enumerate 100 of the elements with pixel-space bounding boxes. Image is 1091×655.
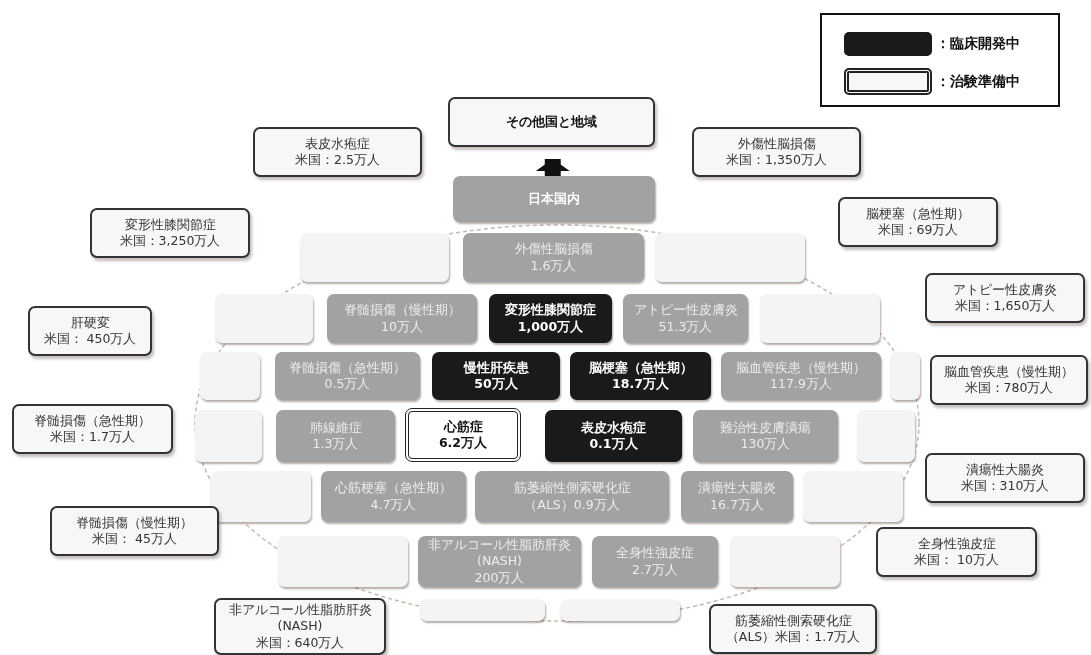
patient-count: 米国：2.5万人 [295, 152, 380, 169]
legend-text: ：臨床開発中 [936, 35, 1020, 53]
patient-count: 18.7万人 [612, 376, 669, 393]
patient-count-box [545, 410, 682, 462]
disease-name: 筋萎縮性側索硬化症 [734, 612, 852, 629]
disease-name: 脳梗塞（急性期） [588, 359, 693, 376]
blank-brick [420, 599, 545, 621]
patient-count: 米国： 10万人 [914, 552, 999, 569]
region-name: その他国と地域 [506, 113, 597, 131]
us-count-box [253, 127, 422, 177]
patient-count-box [432, 352, 560, 400]
disease-name: 非アルコール性脂肪肝炎 [428, 537, 571, 554]
patient-count: 6.2万人 [438, 435, 488, 452]
patient-count: 米国： 45万人 [92, 531, 177, 548]
block-arrow [535, 159, 570, 176]
patient-count: 130万人 [740, 436, 791, 453]
patient-count: 米国：640万人 [255, 634, 345, 651]
patient-count: 米国：1.7万人 [50, 429, 135, 446]
disease-name: 筋萎縮性側索硬化症 [513, 480, 631, 497]
patient-count-box [418, 536, 581, 587]
us-count-box [925, 273, 1085, 323]
patient-count: 米国：1,650万人 [954, 298, 1056, 315]
patient-count-box [489, 294, 612, 343]
disease-name: 心筋梗塞（急性期） [335, 480, 452, 497]
region-name: 日本国内 [528, 190, 580, 208]
patient-count-box [570, 352, 711, 400]
patient-count-box [681, 471, 793, 522]
patient-count-box [405, 408, 521, 462]
disease-name: 脳血管疾患（慢性期） [944, 363, 1074, 380]
us-count-box [50, 506, 219, 556]
blank-brick [730, 536, 840, 587]
patient-count: 117.9万人 [770, 376, 832, 393]
patient-count: 50万人 [474, 376, 518, 393]
disease-name: 脊髄損傷（急性期） [289, 359, 406, 376]
patient-count: 0.1万人 [589, 436, 638, 453]
disease-name: 全身性強皮症 [616, 545, 694, 562]
blank-brick [300, 233, 449, 282]
disease-name: 脳梗塞（急性期） [866, 205, 970, 222]
disease-name: 表皮水疱症 [305, 135, 370, 152]
patient-count-box [275, 352, 420, 400]
us-count-box [692, 127, 861, 177]
patient-count-box [721, 352, 881, 400]
patient-count-box [463, 233, 644, 282]
patient-count: 1,000万人 [517, 318, 584, 335]
disease-name: 肺線維症 [309, 419, 362, 436]
patient-count-box [327, 294, 477, 343]
disease-name: 非アルコール性脂肪肝炎 [228, 602, 372, 619]
disease-name: 外傷性脳損傷 [737, 135, 816, 152]
patient-count: 16.7万人 [710, 496, 764, 513]
blank-brick [890, 352, 920, 400]
patient-count: 200万人 [474, 569, 525, 586]
patient-count: 米国：3,250万人 [119, 233, 221, 250]
us-count-box [876, 527, 1037, 577]
disease-name: 潰瘍性大腸炎 [698, 480, 776, 497]
disease-name: 脊髄損傷（慢性期） [76, 514, 193, 531]
disease-name: アトピー性皮膚炎 [633, 302, 738, 319]
us-count-box [709, 604, 877, 654]
patient-count: 0.5万人 [324, 376, 371, 393]
disease-name: (NASH) [277, 618, 323, 635]
patient-count-box [276, 410, 395, 462]
patient-count-box [475, 471, 669, 522]
blank-brick [655, 233, 805, 282]
disease-name: 心筋症 [443, 418, 483, 435]
disease-name: アトピー性皮膚炎 [953, 281, 1057, 298]
blank-brick [210, 471, 311, 522]
us-count-box [930, 355, 1088, 405]
blank-brick [215, 294, 313, 343]
patient-count-box [623, 294, 748, 343]
blank-brick [803, 471, 903, 522]
us-count-box [12, 404, 173, 454]
disease-name: 変形性膝関節症 [124, 216, 216, 233]
patient-count: 米国：1,350万人 [726, 152, 827, 169]
us-count-box [28, 306, 152, 356]
patient-count: 米国：69万人 [877, 222, 959, 239]
blank-brick [857, 410, 915, 462]
us-count-box [838, 197, 998, 247]
blank-brick [278, 536, 408, 587]
blank-brick [560, 599, 680, 621]
legend-text: ：治験準備中 [936, 72, 1020, 91]
us-count-box [925, 453, 1085, 503]
region-box [448, 97, 655, 147]
disease-name: 脊髄損傷（急性期） [34, 412, 151, 429]
patient-count: （ALS）0.9万人 [524, 496, 620, 513]
patient-count-box [321, 471, 466, 522]
patient-count: 米国： 450万人 [43, 331, 137, 348]
patient-count-box [693, 410, 838, 462]
blank-brick [760, 294, 880, 343]
patient-count: 1.3万人 [312, 436, 359, 453]
patient-count: 1.6万人 [530, 257, 577, 274]
patient-count: 米国：310万人 [960, 478, 1050, 495]
patient-count-box [592, 536, 718, 587]
disease-name: 難治性皮膚潰瘍 [720, 419, 811, 436]
disease-name: 脊髄損傷（慢性期） [343, 302, 461, 319]
disease-name: 変形性膝関節症 [505, 302, 596, 319]
disease-name: 全身性強皮症 [917, 535, 996, 552]
disease-name: 外傷性脳損傷 [514, 241, 593, 258]
patient-count: 51.3万人 [658, 318, 713, 335]
region-box [453, 176, 655, 222]
disease-name: 表皮水疱症 [581, 419, 646, 436]
blank-brick [200, 352, 260, 400]
